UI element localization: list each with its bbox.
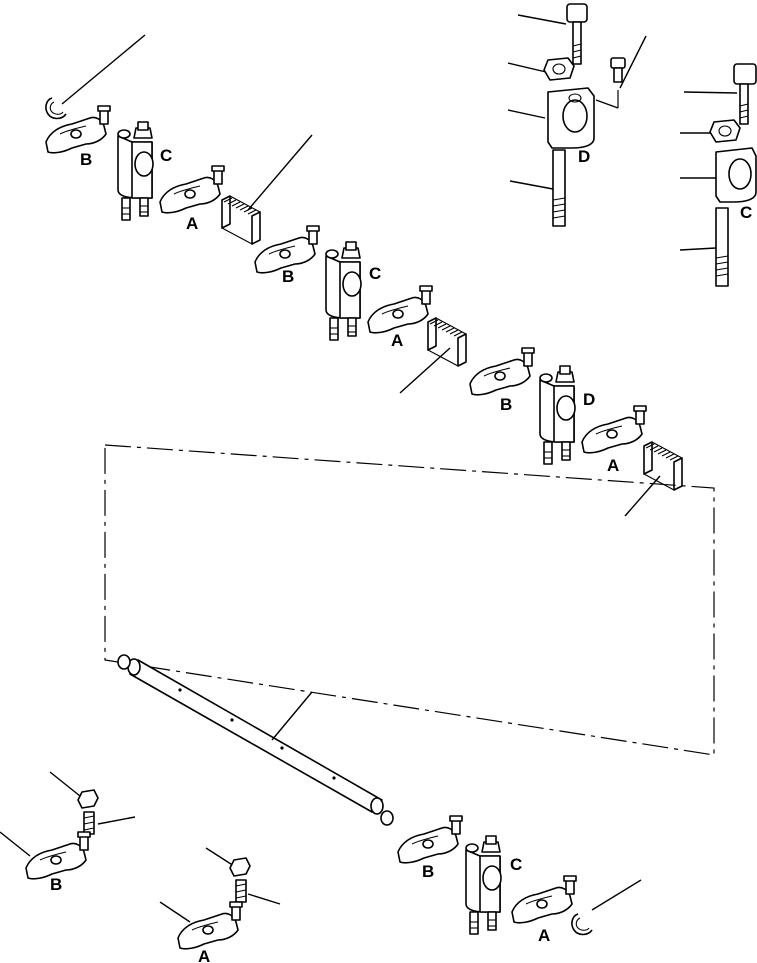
rocker-bracket-c-icon [325, 241, 362, 341]
rocker-shaft-icon [127, 658, 384, 815]
snap-ring-icon [45, 97, 67, 120]
washer-icon [709, 119, 741, 143]
label-b: B [80, 150, 92, 169]
leader-line [159, 901, 191, 923]
stud-icon [715, 207, 729, 287]
rocker-arm-b-icon [469, 347, 535, 396]
stud-icon [552, 149, 566, 227]
adjusting-screw-icon [235, 879, 247, 903]
explosion-outline [104, 444, 715, 756]
leader-line [683, 91, 738, 94]
leader-line [61, 34, 146, 105]
leader-line [507, 62, 547, 73]
leader-line [624, 475, 661, 517]
spring-icon [643, 441, 683, 491]
label-d: D [578, 147, 590, 166]
rocker-arm-b-icon [254, 225, 320, 274]
leader-line [97, 816, 136, 825]
bracket-d-top-icon [547, 87, 595, 149]
plug-icon [117, 654, 131, 670]
bolt-icon [733, 63, 757, 125]
leader-line [619, 35, 647, 89]
leader-line [0, 831, 31, 857]
label-c: C [160, 146, 172, 165]
leader-line [247, 893, 281, 905]
label-a: A [186, 214, 198, 233]
bolt-icon [566, 3, 588, 65]
dashed-axis-line [595, 99, 619, 109]
leader-line [399, 347, 451, 394]
bracket-c-top-icon [715, 147, 757, 203]
label-c: C [369, 264, 381, 283]
rocker-bracket-c-icon [465, 835, 502, 935]
leader-line [517, 14, 567, 25]
label-b: B [422, 862, 434, 881]
label-b: B [50, 875, 62, 894]
label-d: D [583, 390, 595, 409]
rocker-arm-b-icon [397, 815, 463, 864]
rocker-arm-a-icon [159, 165, 225, 214]
rocker-arm-a-icon [581, 405, 647, 454]
screw-icon [610, 57, 626, 83]
leader-line [49, 771, 81, 797]
label-c: C [740, 203, 752, 222]
snap-ring-icon [571, 913, 593, 936]
spring-icon [427, 317, 467, 367]
leader-line [679, 247, 717, 251]
leader-line [507, 109, 546, 119]
rocker-arm-b-icon [25, 831, 91, 880]
adjusting-nut-icon [77, 789, 99, 809]
leader-line [591, 879, 642, 911]
label-b: B [282, 267, 294, 286]
leader-line [271, 691, 313, 741]
label-a: A [391, 331, 403, 350]
rocker-arm-a-icon [177, 901, 243, 950]
washer-icon [543, 57, 575, 81]
label-a: A [198, 947, 210, 963]
leader-line [247, 134, 313, 211]
label-c: C [510, 855, 522, 874]
label-a: A [538, 926, 550, 945]
plug-icon [380, 810, 394, 826]
rocker-arm-a-icon [367, 285, 433, 334]
leader-line [509, 180, 554, 190]
label-b: B [500, 395, 512, 414]
rocker-bracket-c-icon [117, 121, 154, 221]
rocker-arm-a-icon [511, 875, 577, 924]
adjusting-screw-icon [83, 811, 95, 835]
rocker-bracket-d-icon [539, 365, 576, 465]
adjusting-nut-icon [229, 857, 251, 877]
label-a: A [607, 456, 619, 475]
leader-line [205, 847, 235, 867]
